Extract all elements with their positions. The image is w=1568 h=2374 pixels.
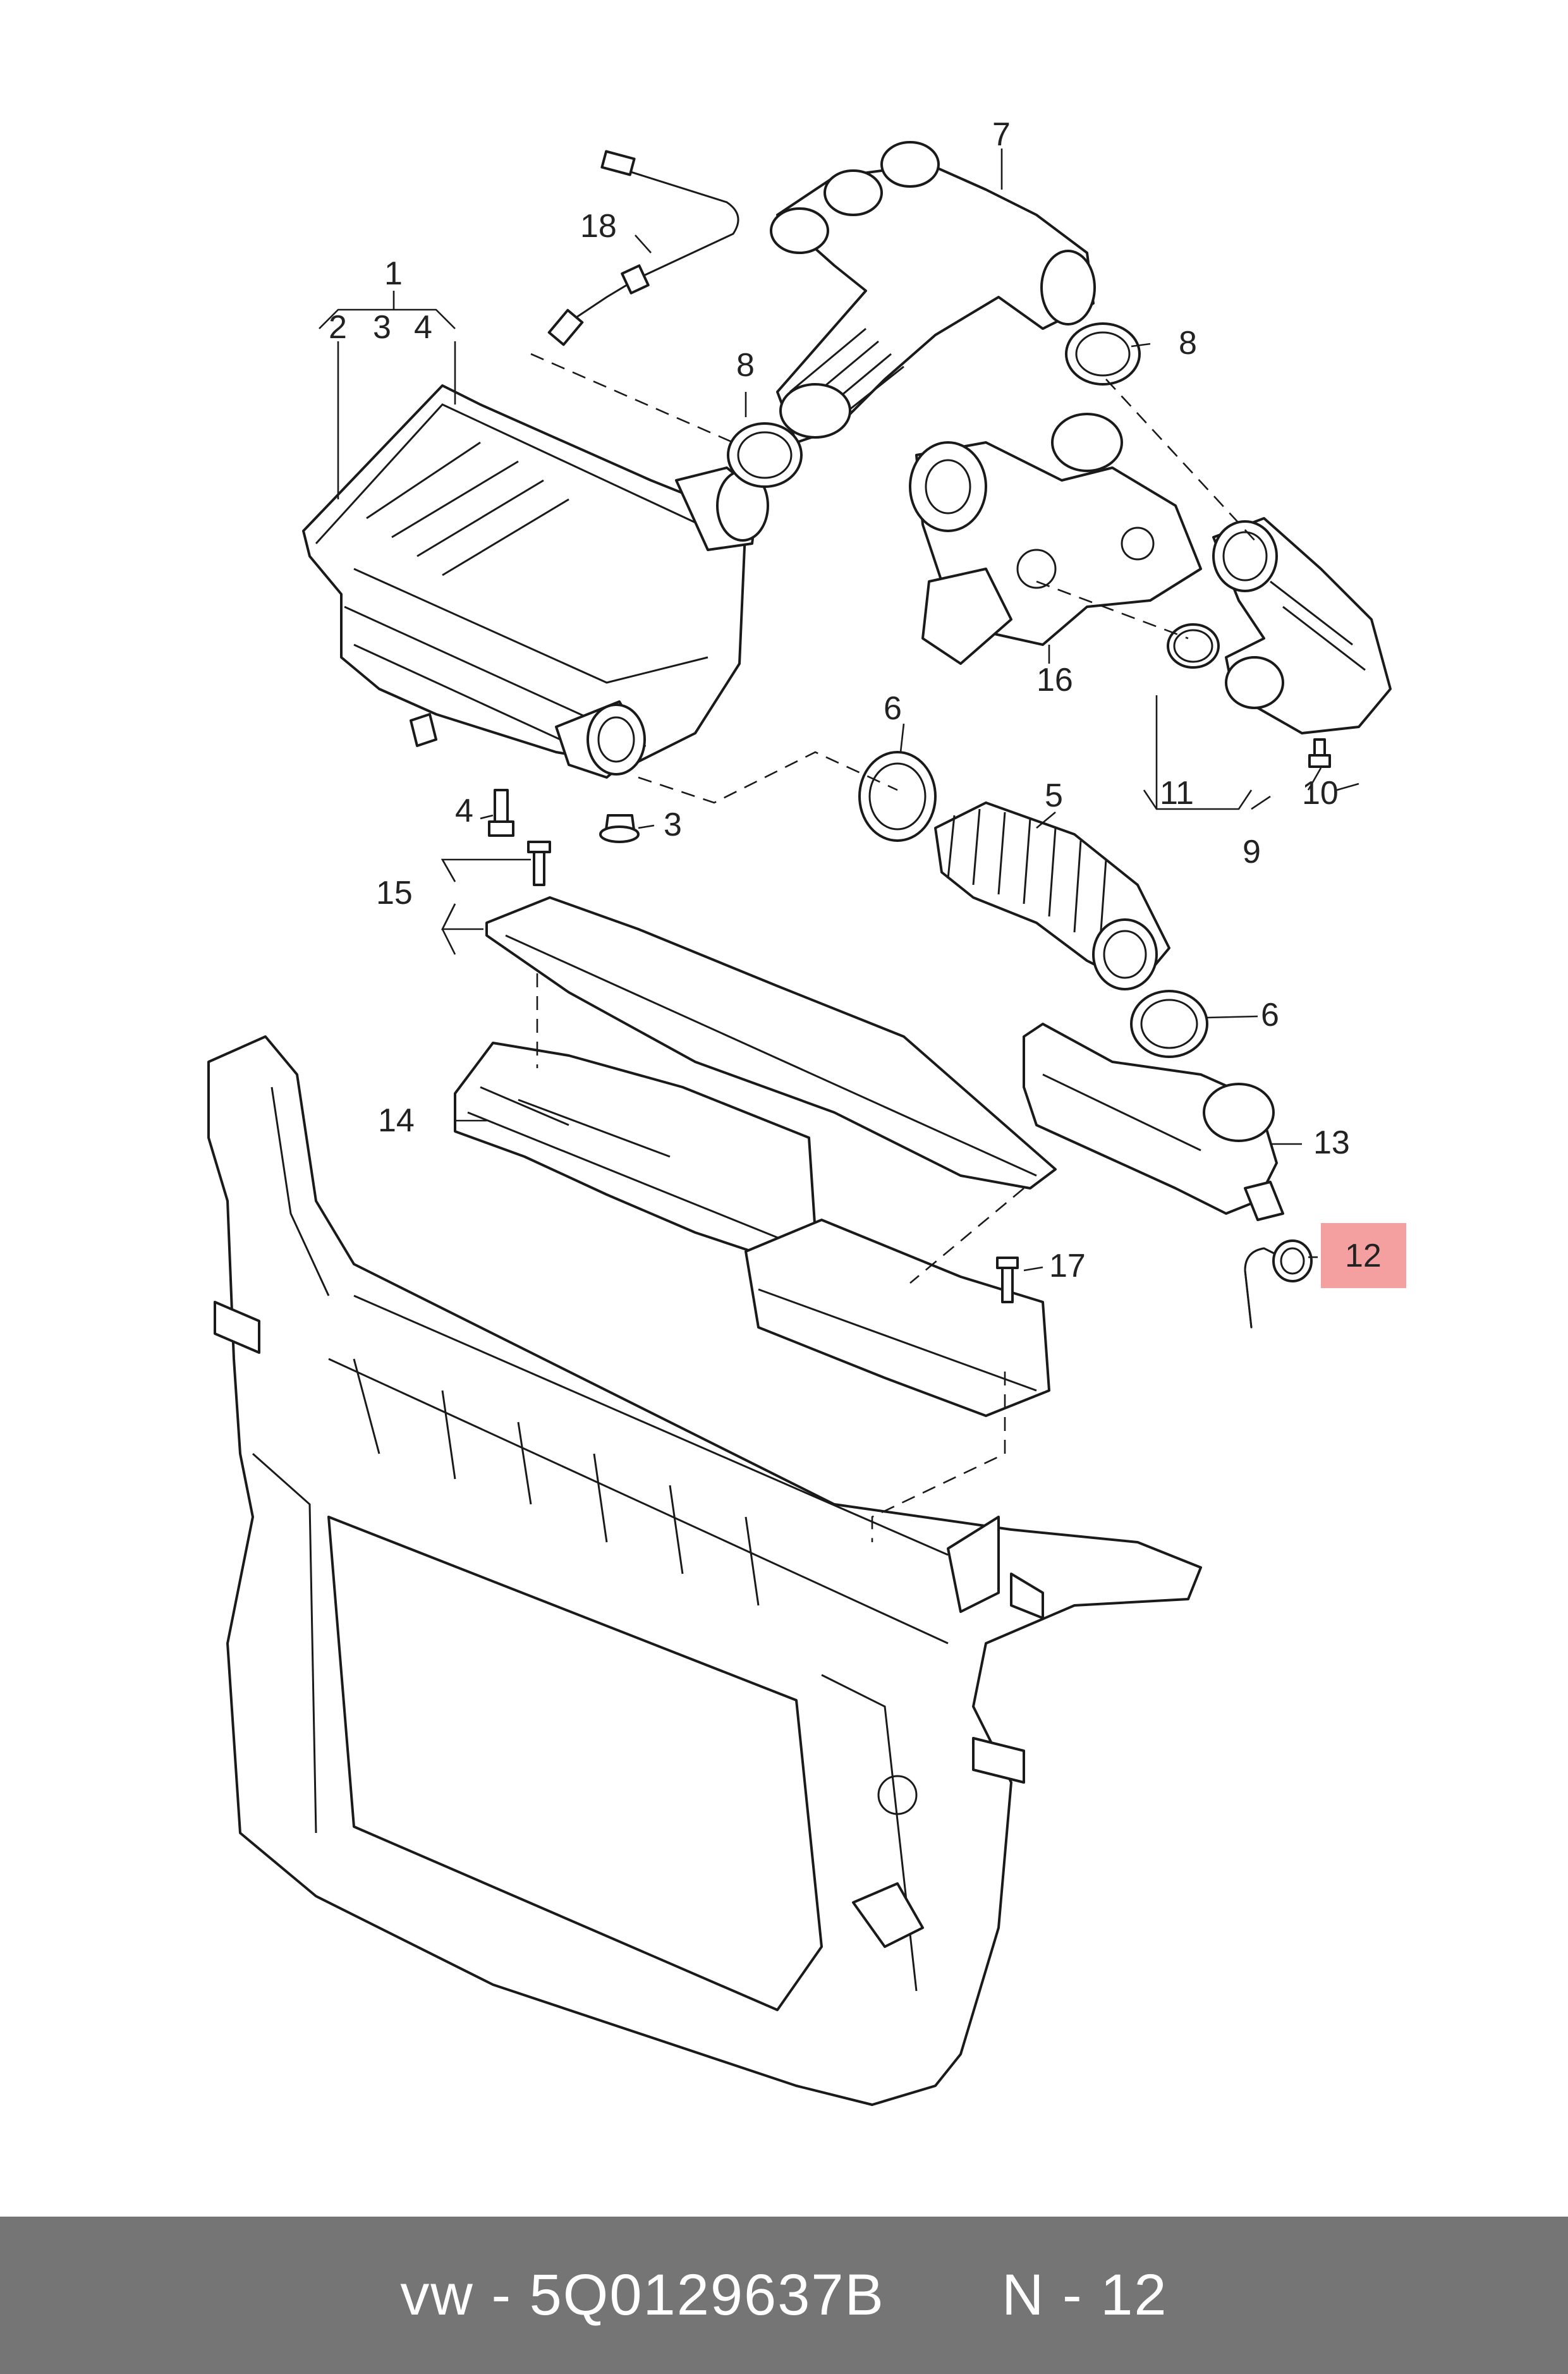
air-duct-13 <box>1023 1023 1284 1221</box>
callout-6-upper: 6 <box>884 690 902 727</box>
callout-5: 5 <box>1045 777 1063 814</box>
callout-18: 18 <box>580 208 617 245</box>
callout-13: 13 <box>1313 1124 1350 1161</box>
clamp-8-left <box>727 422 803 488</box>
o-ring-11 <box>1167 623 1220 669</box>
exploded-parts-diagram: 1 2 3 4 4 3 18 7 8 8 16 11 9 10 6 5 6 13… <box>207 116 1406 2106</box>
callout-17: 17 <box>1049 1248 1086 1284</box>
position-reference: N - 12 <box>1002 2263 1168 2327</box>
brand-label: vw <box>400 2263 474 2327</box>
reference-dashes <box>530 353 1258 1542</box>
callout-11: 11 <box>1160 775 1194 812</box>
callout-6-lower: 6 <box>1261 997 1279 1033</box>
charge-pipe-9 <box>1212 517 1392 734</box>
callout-16: 16 <box>1036 662 1073 698</box>
callout-15: 15 <box>376 875 413 911</box>
air-guide-14 <box>454 1042 1050 1417</box>
air-filter-housing <box>302 384 769 779</box>
callout-1: 1 <box>384 255 403 292</box>
callout-2: 2 <box>329 309 347 346</box>
hose-12 <box>1244 1239 1313 1329</box>
part-info-footer: vw - 5Q0129637B N - 12 <box>0 2217 1568 2374</box>
bolt-15 <box>527 841 551 886</box>
grommet-3 <box>599 814 640 843</box>
callout-3-grommet: 3 <box>664 807 682 843</box>
intake-pipe-7 <box>770 141 1096 444</box>
callout-4-bolt: 4 <box>455 793 473 829</box>
hose-5 <box>934 801 1170 990</box>
callout-14: 14 <box>378 1102 415 1139</box>
callout-4: 4 <box>414 309 432 346</box>
callout-3: 3 <box>373 309 391 346</box>
turbo-assembly-16 <box>909 413 1202 665</box>
screw-10 <box>1308 738 1331 768</box>
callout-12: 12 <box>1345 1238 1382 1274</box>
callout-9: 9 <box>1243 834 1261 870</box>
clamp-6-upper <box>858 751 937 842</box>
callout-labels: 1 2 3 4 4 3 18 7 8 8 16 11 9 10 6 5 6 13… <box>329 116 1382 1284</box>
separator-dash: - <box>491 2263 513 2327</box>
callout-8-right: 8 <box>1179 325 1197 362</box>
leader-lines <box>319 149 1359 1272</box>
bolt-4 <box>488 789 514 837</box>
clamp-6-lower <box>1130 990 1208 1058</box>
sensor-wire-18 <box>547 150 739 346</box>
lock-carrier-frame <box>207 1035 1202 2106</box>
highlight-box-12 <box>1321 1223 1406 1288</box>
air-guide-cover <box>485 896 1057 1190</box>
clamp-8-right <box>1065 322 1141 386</box>
callout-10: 10 <box>1302 775 1339 812</box>
callout-7: 7 <box>992 116 1011 153</box>
callout-8-left: 8 <box>736 347 755 384</box>
part-number: 5Q0129637B <box>529 2263 885 2327</box>
bolt-17 <box>996 1257 1019 1303</box>
